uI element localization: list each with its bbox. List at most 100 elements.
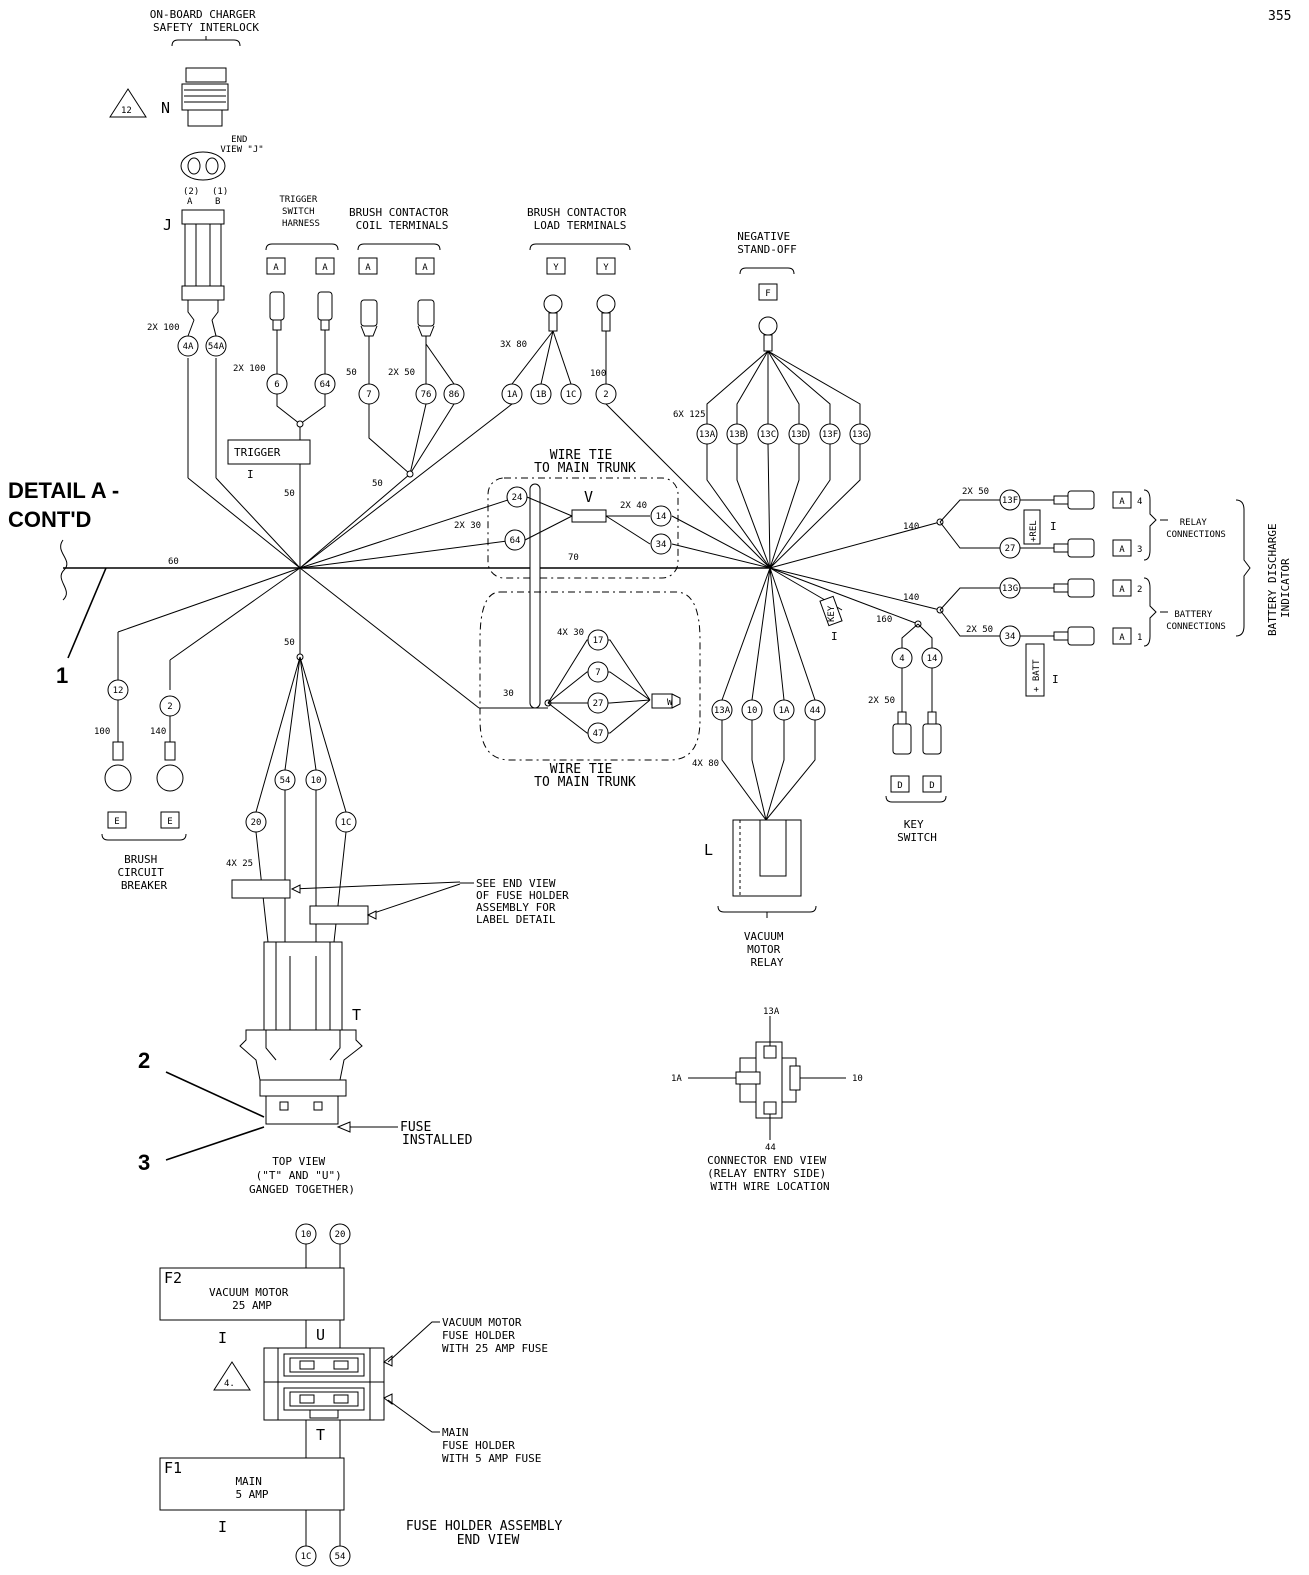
letter-T-top: T [352,1006,361,1024]
wire-44-vac: 44 [810,706,821,716]
detail-label-1: DETAIL A - [8,478,119,503]
wire-24: 24 [512,493,523,503]
terminal-A-1: A [273,263,279,273]
left-hub-fanout [117,358,548,709]
pin-1: 1 [1137,633,1142,643]
key-switch-label: KEY SWITCH [897,818,937,844]
f1-text: MAIN 5 AMP [235,1475,268,1501]
wire-13F: 13F [822,430,838,440]
fuse-holder-end-view-label: FUSE HOLDER ASSEMBLY END VIEW [406,1519,570,1548]
trigger-box-label: TRIGGER [234,446,281,459]
f2-text: VACUUM MOTOR 25 AMP [209,1286,295,1312]
terminal-A-r4: A [1119,497,1125,507]
terminal-A-b1: A [1119,633,1125,643]
charger-label: ON-BOARD CHARGER SAFETY INTERLOCK [150,8,263,34]
pin-b-label: B [215,197,220,207]
fuse-label-2 [309,905,369,925]
wire-length-140-breaker: 140 [150,727,166,737]
negative-fanout [696,316,871,569]
breaker-terminals [104,700,184,792]
vacuum-relay-label: VACUUM MOTOR RELAY [744,930,790,969]
wire-47: 47 [593,729,604,739]
trigger-switch-label: TRIGGER SWITCH HARNESS [279,195,322,229]
wire-12: 12 [113,686,124,696]
letter-W: W [667,698,673,708]
callout-3-leader [165,1126,265,1161]
wire-27-relay: 27 [1005,544,1016,554]
tie-top-wiring [524,496,771,569]
letter-J: J [163,216,172,234]
wire-1B: 1B [536,390,547,400]
callout-3: 3 [138,1150,150,1175]
wire-14-tie: 14 [656,512,667,522]
terminal-A-4: A [422,263,428,273]
letter-L: L [704,841,713,859]
wire-length-2x50-coil: 2X 50 [388,368,415,378]
wire-54A: 54A [208,342,225,352]
pin-1-label: (1) [212,187,228,197]
coil-terminals [358,299,465,478]
rel-box-label: +REL [1029,520,1039,542]
letter-I-key: I [831,630,838,643]
see-end-view-label: SEE END VIEW OF FUSE HOLDER ASSEMBLY FOR… [476,877,575,926]
wire-length-140-relay: 140 [903,522,919,532]
wire-14-key: 14 [927,654,938,664]
warning-triangle-4 [213,1361,251,1391]
wire-tie-top-box [487,477,679,579]
batt-box-label: + BATT [1032,659,1042,692]
fuse-installed-label: FUSE INSTALLED [400,1120,473,1148]
wire-54-end: 54 [335,1552,346,1562]
relay-connections-label: RELAY CONNECTIONS [1166,518,1226,540]
vacuum-fuse-holder-label: VACUUM MOTOR FUSE HOLDER WITH 25 AMP FUS… [442,1316,548,1355]
terminal-D-1: D [897,781,902,791]
wire-76: 76 [421,390,432,400]
wire-length-2x50-batt: 2X 50 [966,625,993,635]
pin-a-label: A [187,197,193,207]
brush-breaker-label: BRUSH CIRCUIT BREAKER [118,853,171,892]
wire-86: 86 [449,390,460,400]
terminal-A-3: A [365,263,371,273]
pin-2: 2 [1137,585,1142,595]
callout-2-leader [165,1071,265,1118]
wire-length-50-bottom: 50 [284,638,295,648]
relay-terminals [1020,490,1095,558]
wire-length-70: 70 [568,553,579,563]
wire-13G-batt: 13G [1002,584,1018,594]
letter-N: N [161,99,170,117]
main-fuse-holder-label: MAIN FUSE HOLDER WITH 5 AMP FUSE [442,1426,541,1465]
battery-terminals [1020,578,1095,646]
wire-13F-relay: 13F [1002,496,1018,506]
wire-54-fuse: 54 [280,776,291,786]
wire-tie-top-label: WIRE TIE TO MAIN TRUNK [534,448,636,476]
warning-12-text: 12 [121,106,132,116]
wire-length-2x100-charger: 2X 100 [147,323,180,333]
connector-end-view [688,1016,846,1140]
callout-1-leader [67,567,107,659]
letter-I-trigger: I [247,468,254,481]
wire-13C: 13C [760,430,776,440]
wire-7: 7 [366,390,371,400]
letter-I-f1: I [218,1518,227,1536]
f1-id: F1 [164,1459,182,1477]
warning-4-text: 4. [224,1379,235,1389]
batt-box [1025,643,1045,697]
trigger-terminals [266,291,336,428]
svg-text:KEY: KEY [827,605,837,622]
wire-length-50-vert: 50 [284,489,295,499]
wire-tie-bar [529,483,541,709]
wire-34-batt: 34 [1005,632,1016,642]
terminal-E-1: E [114,817,119,827]
letter-I-batt: I [1052,673,1059,686]
wire-13D: 13D [791,430,807,440]
wire-length-140-batt: 140 [903,593,919,603]
wire-10-fuse: 10 [311,776,322,786]
wire-13A-vac: 13A [714,706,731,716]
letter-I-rel: I [1050,520,1057,533]
wire-2-breaker: 2 [167,702,172,712]
fuse-holder-end-body [263,1347,385,1421]
wire-length-50-coil: 50 [372,479,383,489]
wire-length-4x80: 4X 80 [692,759,719,769]
pin-3: 3 [1137,545,1142,555]
fuse-fanout [255,656,347,943]
terminal-A-b2: A [1119,585,1125,595]
